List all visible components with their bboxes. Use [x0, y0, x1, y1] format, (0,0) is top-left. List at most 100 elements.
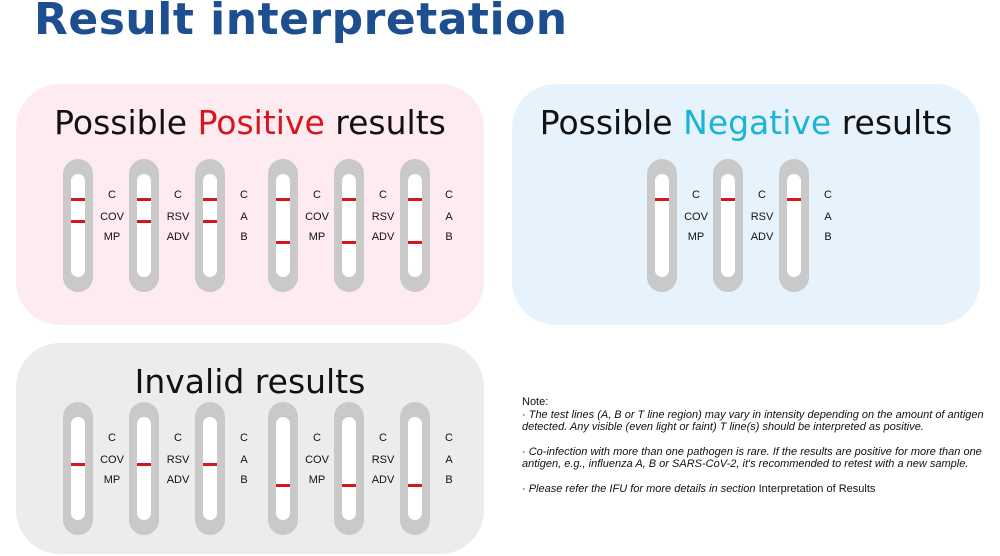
line-label: COV [100, 211, 124, 223]
line-label: A [240, 211, 248, 223]
line-label: C [824, 189, 832, 201]
line-label: C [240, 432, 248, 444]
test-line [203, 220, 217, 223]
heading-highlight-positive: Positive [197, 103, 325, 142]
note-item-reference: Interpretation of Results [758, 482, 876, 495]
line-label: C [445, 189, 453, 201]
test-cassette [268, 402, 298, 535]
result-window [721, 174, 735, 277]
test-line [203, 198, 217, 201]
line-label: COV [100, 454, 124, 466]
note-heading: Note: [522, 396, 549, 408]
test-cassette [647, 159, 677, 292]
test-line [342, 241, 356, 244]
line-label: MP [687, 231, 705, 243]
line-label: COV [305, 454, 329, 466]
line-label: RSV [166, 454, 190, 466]
test-cassette [400, 402, 430, 535]
result-window [203, 174, 217, 277]
line-label: C [108, 189, 116, 201]
test-line [276, 198, 290, 201]
test-line [137, 198, 151, 201]
test-cassette [334, 159, 364, 292]
test-line [71, 198, 85, 201]
result-window [276, 417, 290, 520]
test-cassette [63, 402, 93, 535]
result-window [137, 417, 151, 520]
line-label: C [313, 189, 321, 201]
line-label: C [379, 189, 387, 201]
test-cassette [195, 159, 225, 292]
result-window [408, 174, 422, 277]
page-title: Result interpretation [34, 0, 568, 45]
line-label: A [445, 211, 453, 223]
result-window [137, 174, 151, 277]
line-label: C [379, 432, 387, 444]
line-label: C [313, 432, 321, 444]
line-label: C [240, 189, 248, 201]
line-label: COV [305, 211, 329, 223]
test-line [408, 241, 422, 244]
line-label: C [692, 189, 700, 201]
line-label: B [240, 231, 248, 243]
result-window [71, 417, 85, 520]
positive-results-panel: Possible Positive results C COV MP C RSV ADV C… [16, 84, 484, 325]
negative-panel-heading: Possible Negative results [512, 103, 980, 142]
note-item: · Co-infection with more than one pathog… [522, 445, 982, 471]
line-label: ADV [166, 231, 190, 243]
result-window [655, 174, 669, 277]
line-label: C [445, 432, 453, 444]
line-label: C [174, 432, 182, 444]
test-line [71, 220, 85, 223]
heading-suffix: results [324, 103, 446, 142]
negative-results-panel: Possible Negative results C COV MP C RSV ADV C… [512, 84, 980, 325]
test-cassette [268, 159, 298, 292]
line-label: A [240, 454, 248, 466]
line-label: RSV [750, 211, 774, 223]
heading-prefix: Possible [54, 103, 198, 142]
test-line [342, 198, 356, 201]
line-label: MP [308, 231, 326, 243]
line-label: B [824, 231, 832, 243]
line-label: MP [103, 474, 121, 486]
line-label: A [445, 454, 453, 466]
line-label: B [240, 474, 248, 486]
result-window [276, 174, 290, 277]
test-line [342, 484, 356, 487]
note-item: · Please refer the IFU for more details … [522, 483, 1000, 496]
test-cassette [334, 402, 364, 535]
heading-suffix: results [831, 103, 953, 142]
test-line [787, 198, 801, 201]
line-label: ADV [166, 474, 190, 486]
line-label: RSV [371, 454, 395, 466]
line-label: ADV [371, 474, 395, 486]
result-window [408, 417, 422, 520]
line-label: C [758, 189, 766, 201]
line-label: COV [684, 211, 708, 223]
test-cassette [195, 402, 225, 535]
line-label: C [174, 189, 182, 201]
line-label: MP [103, 231, 121, 243]
test-line [276, 241, 290, 244]
test-line [203, 463, 217, 466]
test-line [655, 198, 669, 201]
line-label: RSV [371, 211, 395, 223]
line-label: ADV [371, 231, 395, 243]
result-window [787, 174, 801, 277]
result-window [203, 417, 217, 520]
test-line [137, 220, 151, 223]
test-cassette [129, 402, 159, 535]
test-line [408, 198, 422, 201]
note-block: Note: · The test lines (A, B or T line r… [522, 396, 1000, 495]
line-label: ADV [750, 231, 774, 243]
test-cassette [63, 159, 93, 292]
line-label: C [108, 432, 116, 444]
result-window [342, 174, 356, 277]
test-line [721, 198, 735, 201]
test-cassette [779, 159, 809, 292]
line-label: MP [308, 474, 326, 486]
line-label: B [445, 231, 453, 243]
line-label: RSV [166, 211, 190, 223]
heading-prefix: Possible [539, 103, 684, 142]
